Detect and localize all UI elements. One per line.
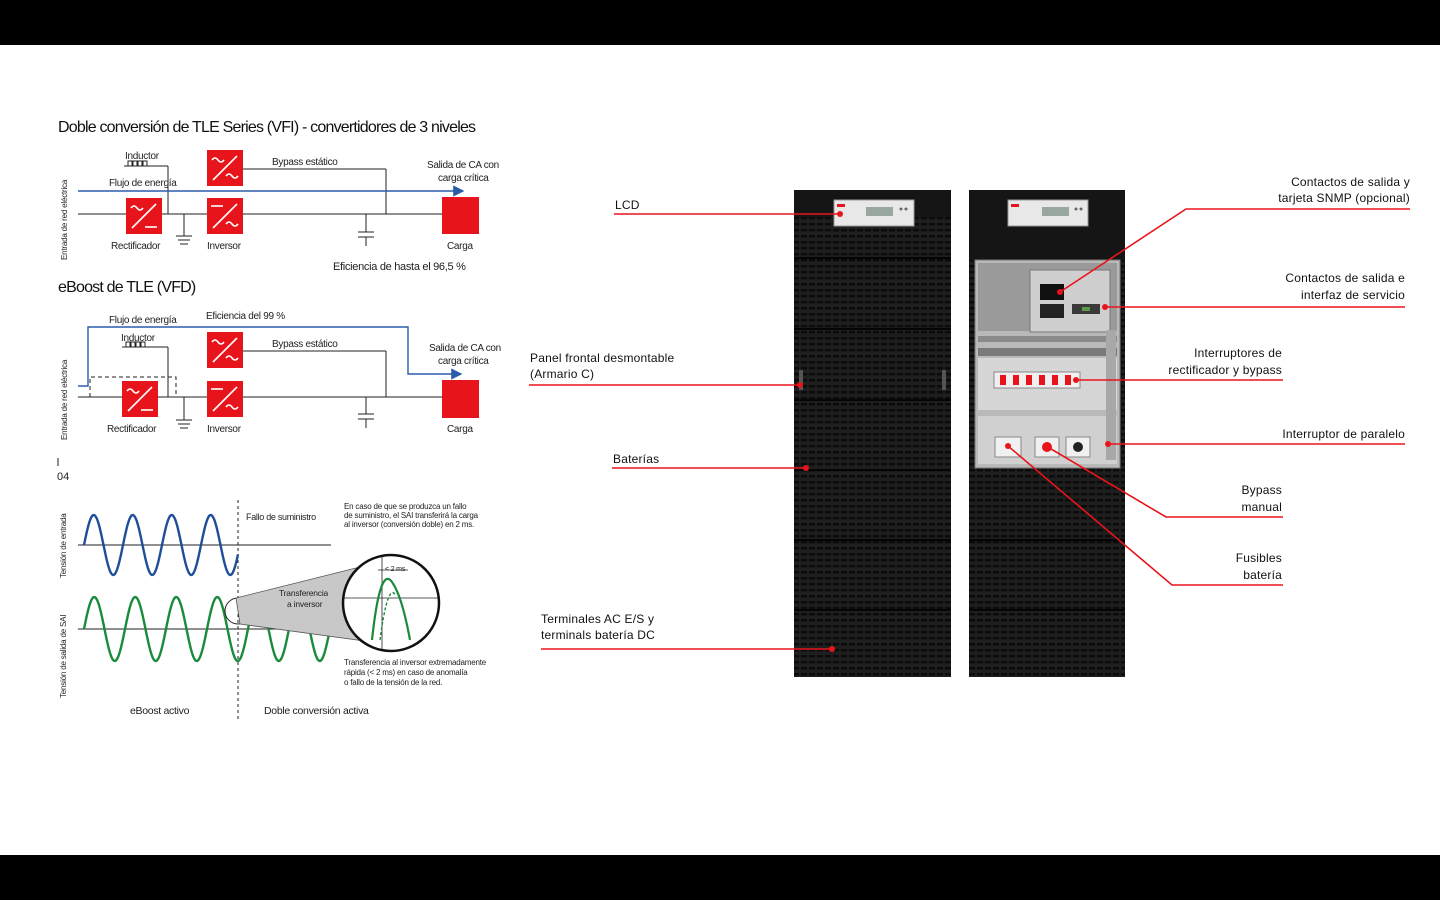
vfi-output-label-2: carga crítica — [438, 173, 489, 184]
callout-panel-line-1: Panel frontal desmontable — [530, 351, 675, 365]
callout-snmp-line-2: tarjeta SNMP (opcional) — [1278, 191, 1410, 205]
callout-batteries: Baterías — [613, 452, 659, 466]
vfd-inductor-label: Inductor — [121, 333, 156, 344]
top-letterbox — [0, 0, 1440, 45]
callout-switches-line-2: rectificador y bypass — [1168, 363, 1282, 377]
eboost-active-label: eBoost activo — [130, 705, 190, 717]
vfi-title: Doble conversión de TLE Series (VFI) - c… — [58, 119, 476, 136]
note-top-line-2: de suministro, el SAI transferirá la car… — [344, 511, 479, 520]
vfi-load-label: Carga — [447, 241, 473, 252]
vfd-input-label: Entrada de red eléctrica — [60, 359, 69, 440]
snmp-card-slot — [1040, 284, 1064, 300]
callout-lines — [529, 208, 1410, 650]
vfi-flow-label: Flujo de energía — [109, 178, 177, 189]
note-bottom-line-1: Transferencia al inversor extremadamente — [344, 658, 487, 667]
callout-terminals-line-2: terminals batería DC — [541, 628, 655, 642]
note-top-line-1: En caso de que se produzca un fallo — [344, 502, 467, 511]
vfi-bypass-label: Bypass estático — [272, 157, 338, 168]
zoom-magnifier — [341, 553, 441, 653]
output-voltage-label: Tensión de salida de SAI — [59, 615, 68, 698]
vfd-inverter-label: Inversor — [207, 424, 242, 435]
ups-cabinet-closed — [794, 190, 951, 677]
note-bottom-line-3: o fallo de la tensión de la red. — [344, 678, 442, 687]
callout-bypass-line-1: Bypass — [1241, 483, 1282, 497]
input-voltage-label: Tensión de entrada — [59, 513, 68, 578]
vfd-bypass-converter-icon — [207, 332, 243, 368]
vfd-bypass-label: Bypass estático — [272, 339, 338, 350]
lcd-panel-right — [1007, 199, 1089, 227]
vfi-bypass-converter-icon — [207, 150, 243, 186]
vfd-rectifier-label: Rectificador — [107, 424, 157, 435]
ups-cabinet-open — [969, 190, 1125, 677]
vfi-load-icon — [442, 197, 479, 234]
vfi-inductor-label: Inductor — [125, 151, 160, 162]
double-conversion-label: Doble conversión activa — [264, 705, 369, 717]
callout-panel-line-2: (Armario C) — [530, 367, 594, 381]
vfd-load-icon — [442, 380, 479, 418]
diagram-canvas: Doble conversión de TLE Series (VFI) - c… — [57, 119, 1410, 722]
failure-label: Fallo de suministro — [246, 512, 316, 522]
vfd-title: eBoost de TLE (VFD) — [58, 279, 196, 296]
note-top-line-3: al inversor (conversión doble) en 2 ms. — [344, 520, 474, 529]
brochure-page: Doble conversión de TLE Series (VFI) - c… — [0, 45, 1440, 855]
bottom-letterbox — [0, 855, 1440, 900]
vfi-input-label: Entrada de red eléctrica — [60, 179, 69, 260]
page-number: 04 — [57, 471, 69, 483]
vfd-output-label-2: carga crítica — [438, 356, 489, 367]
callout-parallel: Interruptor de paralelo — [1282, 427, 1405, 441]
callout-service-line-1: Contactos de salida e — [1285, 271, 1405, 285]
vfd-inverter-icon — [207, 381, 243, 417]
callout-service-line-2: interfaz de servicio — [1301, 288, 1405, 302]
callout-terminals-line-1: Terminales AC E/S y — [541, 612, 654, 626]
callout-fuses-line-1: Fusibles — [1236, 551, 1282, 565]
vfi-efficiency: Eficiencia de hasta el 96,5 % — [333, 261, 466, 273]
callout-dots — [797, 211, 1111, 652]
vfi-rectifier-label: Rectificador — [111, 241, 161, 252]
callout-switches-line-1: Interruptores de — [1194, 346, 1282, 360]
note-bottom-line-2: rápida (< 2 ms) en caso de anomalía — [344, 668, 468, 677]
lcd-panel-left — [833, 199, 915, 227]
transfer-label-2: a inversor — [287, 599, 323, 609]
vfi-inverter-label: Inversor — [207, 241, 242, 252]
vfi-output-label-1: Salida de CA con — [427, 160, 499, 171]
vfi-inverter-icon — [207, 198, 243, 234]
callout-fuses-line-2: batería — [1243, 568, 1282, 582]
transfer-label-1: Transferencia — [279, 588, 329, 598]
callout-lcd: LCD — [615, 198, 640, 212]
vfd-efficiency: Eficiencia del 99 % — [206, 311, 285, 322]
vfd-output-label-1: Salida de CA con — [429, 343, 501, 354]
ms-label: < 2 ms — [385, 566, 406, 573]
vfi-rectifier-icon — [126, 198, 162, 234]
vfd-energy-flow-arrow — [78, 326, 463, 387]
vfd-rectifier-icon — [122, 381, 158, 417]
vfd-load-label: Carga — [447, 424, 473, 435]
callout-snmp-line-1: Contactos de salida y — [1291, 175, 1410, 189]
input-voltage-wave — [82, 513, 240, 577]
vfd-flow-label: Flujo de energía — [109, 315, 177, 326]
callout-bypass-line-2: manual — [1241, 500, 1282, 514]
